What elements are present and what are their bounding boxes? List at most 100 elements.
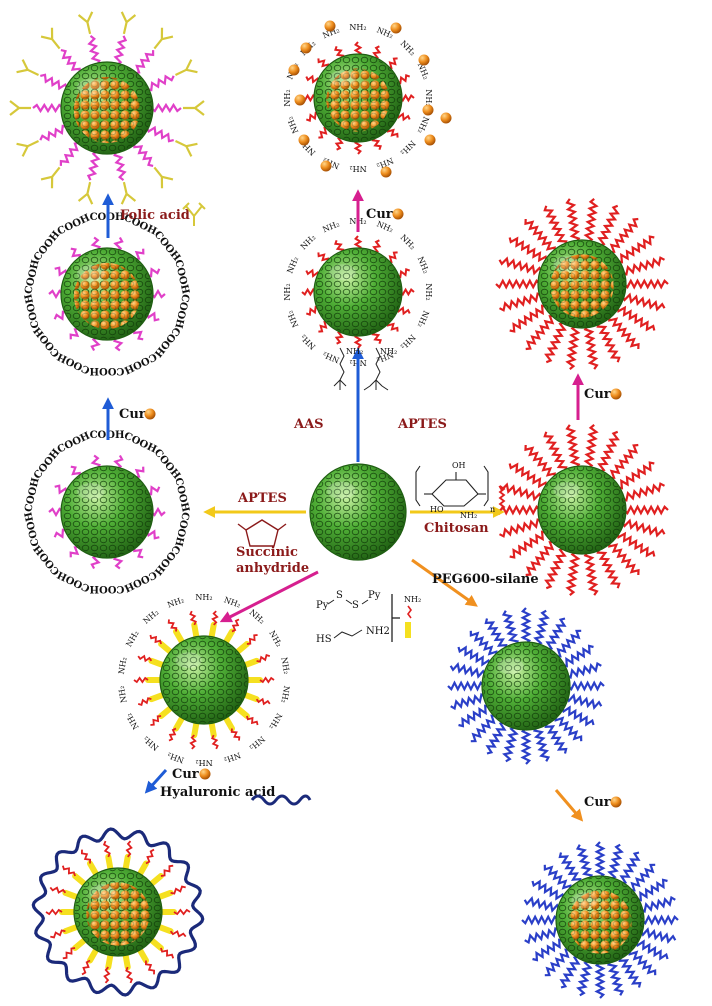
cur-drug-icon [144,408,156,420]
arrow-peg-silane [411,558,478,607]
label-cur-left: Cur [119,407,146,422]
surface-chain [144,960,156,975]
amine-group-label: NH₂ [424,283,433,300]
carboxyl-group-label: COOH [56,568,92,593]
surface-chain [621,518,666,538]
chitosan-nh2: NH₂ [460,511,477,520]
mesoporous-pattern [539,467,625,553]
arrow-hyaluronic [144,768,168,794]
label-hyaluronic: Hyaluronic acid [160,785,275,800]
amine-group-label: NH₂ [124,629,140,648]
amine-group-label: NH₂ [424,89,433,106]
surface-chain [606,960,625,996]
carboxyl-group-label: COOH [23,293,42,329]
surface-chain [189,610,198,626]
surface-chain [583,324,599,370]
carboxyl-group-label: COOH [172,259,191,295]
nanoparticle-bare [309,463,407,561]
folic-acid-antibody [153,166,174,189]
folic-acid-antibody [120,11,137,35]
nanoparticles-layer [60,53,645,965]
folic-acid-antibody [9,100,31,116]
surface-chain [525,314,555,351]
surface-chain [59,141,80,166]
surface-chain [607,843,624,881]
surface-chain [86,150,101,181]
folic-acid-antibody [174,139,198,157]
amine-group-label: NH₂ [399,333,418,352]
surface-chain [524,926,560,945]
arrow-cur-bottom [554,789,584,822]
surface-chain [628,949,657,976]
carboxyl-group-label: COOH [23,477,42,513]
amine-group-label: NH₂ [416,255,431,274]
surface-chain [61,865,76,877]
amine-group-label: NH₂ [223,595,242,609]
cysteamine-hs: HS [316,634,332,645]
surface-chain [484,618,508,650]
surface-chain [617,461,655,490]
arrow-disulfide [219,570,319,623]
shell-highlight [553,256,580,273]
mesoporous-pattern [62,467,152,557]
mesoporous-pattern [326,68,390,132]
folic-acid-antibody [174,59,198,77]
amine-group-label: NH₂ [299,233,318,252]
surface-chain [133,142,154,167]
nanoparticle-folic-acid [60,61,154,155]
surface-chain [81,959,91,976]
amine-group-label: NH₂ [195,593,212,602]
surface-chain [565,424,581,470]
surface-chain [450,692,486,711]
nanoparticle-cooh-cur [60,247,154,341]
surface-chain [150,715,162,726]
surface-chain [60,49,81,74]
surface-chain [87,35,101,66]
surface-chain [32,102,64,114]
surface-chain [167,619,178,632]
surface-chain [160,947,175,959]
mesoporous-pattern [161,637,247,723]
surface-chain [575,844,594,880]
surface-chain [583,550,599,596]
shell-highlight [329,70,356,87]
amine-group-label: NH₂ [285,115,300,134]
label-aas: AAS [293,417,324,432]
label-folic-acid: Folic acid [120,208,190,223]
shell-highlight [326,481,356,500]
amine-group-label: NH₂ [399,233,418,252]
surface-chain [621,482,666,502]
surface-chain [62,947,76,960]
amine-group-label: NH₂ [195,758,212,767]
carboxyl-group-label: COOH [56,350,92,375]
amine-group-label: NH₂ [248,734,267,752]
silane-structures [333,347,389,391]
surface-chain [102,840,111,858]
surface-chain [544,722,568,754]
shell-highlight [175,652,202,669]
linker-chain-icon [407,605,412,619]
amine-group-label: NH₂ [267,629,283,648]
surface-chain [520,607,532,645]
amine-group-label: NH₂ [223,750,242,764]
carboxyl-group-label: COOH [32,543,62,577]
cur-drug-icon [392,208,404,220]
carboxyl-group-label: COOH [32,325,62,359]
free-curcumin [288,64,300,76]
carboxyl-group-label: COOH [23,259,42,295]
amine-group-label: NH₂ [166,750,185,764]
cur-drug-icon [199,768,211,780]
shell-highlight [329,264,356,281]
surface-chain [137,697,152,707]
amine-group-label: NH₂ [124,712,140,731]
surface-chain [608,315,640,350]
amine-group-label: NH₂ [283,89,292,106]
surface-chain [594,961,606,999]
surface-chain [457,645,491,667]
surface-chain [596,547,621,589]
folic-acid-antibody [40,27,61,50]
surface-chain [520,727,532,765]
surface-chain [565,693,603,710]
amine-group-label: NH₂ [416,115,431,134]
folic-acid-antibody [77,181,94,205]
